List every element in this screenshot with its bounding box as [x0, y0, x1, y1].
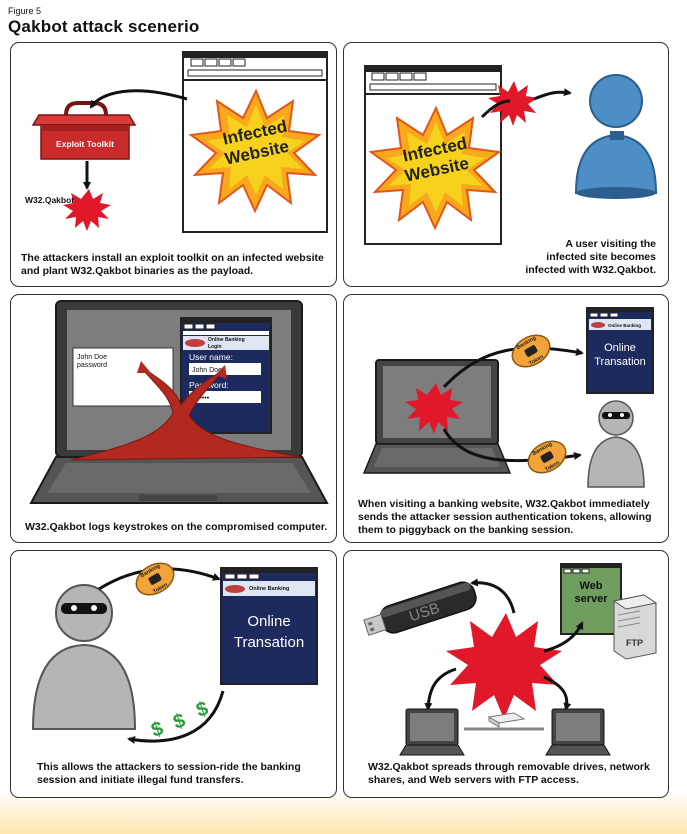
username-value: John Doe	[192, 367, 222, 374]
banner-line2: Login	[208, 344, 222, 350]
panel5-caption: This allows the attackers to session-rid…	[37, 761, 301, 786]
usb-drive-icon: USB	[363, 581, 477, 636]
exploit-toolkit-icon: Exploit Toolkit	[31, 101, 137, 160]
panel2-illustration: Infected Website	[364, 65, 658, 245]
arrow-site-to-toolkit	[89, 89, 188, 109]
figure-title: Qakbot attack scenerio	[8, 17, 200, 36]
attacker-figure	[587, 400, 645, 488]
panel1-caption: The attackers install an exploit toolkit…	[21, 252, 324, 277]
keystroke-capture-shape	[70, 366, 302, 461]
online-banking-window: Online Banking Online Transation	[220, 567, 318, 685]
qakbot-malware-icon	[63, 189, 111, 231]
arrow-to-login	[215, 365, 227, 379]
web-server-window: Web server	[560, 563, 622, 635]
username-label: User name:	[189, 352, 233, 362]
online-banking-window: Online Banking Online Transation	[586, 307, 654, 394]
notepad-line2: password	[77, 362, 107, 369]
panel5-illustration: Banking Token Online Banking Online Tran…	[31, 562, 318, 744]
dollar-icon: $	[149, 717, 166, 741]
qakbot-label: W32.Qakbot	[25, 195, 74, 205]
panel-user-infected: Infected Website A user visiting the inf…	[343, 42, 669, 287]
arrow-burst-to-user	[533, 88, 572, 101]
attacker-figure	[31, 584, 137, 730]
dollar-icon: $	[171, 709, 188, 733]
ftp-label: FTP	[626, 638, 643, 648]
window-text-line2: Transation	[234, 634, 304, 651]
banner-text: Online Banking	[608, 323, 641, 328]
panel2-caption: A user visiting the infected site become…	[525, 238, 656, 276]
panel-token-theft: Banking Token Banking Token Online Banki…	[343, 294, 669, 543]
toolkit-label: Exploit Toolkit	[56, 139, 114, 149]
arrow-to-webserver	[543, 621, 584, 653]
qakbot-malware-icon	[488, 81, 538, 126]
panel4-illustration: Banking Token Banking Token Online Banki…	[362, 307, 654, 488]
panel6-illustration: USB Web server FTP	[363, 563, 658, 756]
password-value: •••••••	[192, 395, 210, 402]
laptop-left	[399, 708, 465, 756]
banking-token-icon: Banking Token	[527, 440, 567, 474]
figure-label: Figure 5	[8, 6, 42, 16]
qakbot-malware-icon	[405, 383, 463, 434]
qakbot-malware-icon	[446, 613, 562, 719]
panel-install-toolkit: Infected Website Exploit Toolkit W32.Qak…	[10, 42, 337, 287]
panel3-illustration: John Doe password Online Banking Login U…	[29, 300, 329, 504]
network-switch-icon	[487, 712, 526, 728]
arrow-to-usb	[470, 578, 516, 614]
arrow-to-laptop-left	[424, 667, 457, 711]
banking-token-icon: Banking Token	[511, 334, 551, 368]
panel1-illustration: Infected Website Exploit Toolkit W32.Qak…	[25, 51, 328, 233]
panel-keylogging: John Doe password Online Banking Login U…	[10, 294, 337, 543]
arrow-to-bank	[442, 346, 584, 389]
infected-website-burst: Infected Website	[368, 105, 502, 231]
panel-session-ride: Banking Token Online Banking Online Tran…	[10, 550, 337, 798]
panel-spreading: USB Web server FTP	[343, 550, 669, 798]
dollar-icon: $	[194, 697, 211, 721]
banner-text: Online Banking	[249, 586, 289, 592]
user-figure	[574, 74, 658, 199]
banking-token-icon: Banking Token	[135, 562, 175, 596]
infected-website-burst: Infected Website	[188, 88, 322, 214]
notepad-line1: John Doe	[77, 354, 107, 361]
window-text-line1: Online	[247, 613, 290, 630]
arrow-funds-to-attacker	[127, 690, 225, 744]
ftp-server-icon: FTP	[612, 594, 658, 660]
notepad-window: John Doe password	[72, 347, 174, 407]
window-text-line2: Transation	[594, 356, 646, 368]
window-text-line1: Online	[604, 342, 636, 354]
banner-line1: Online Banking	[208, 337, 245, 343]
arrow-to-notepad	[137, 361, 151, 373]
server-label-line2: server	[574, 593, 608, 605]
panel6-caption: W32.Qakbot spreads through removable dri…	[368, 761, 650, 786]
panel3-caption: W32.Qakbot logs keystrokes on the compro…	[25, 521, 328, 533]
panel4-caption: When visiting a banking website, W32.Qak…	[358, 498, 652, 536]
server-label-line1: Web	[579, 580, 602, 592]
arrow-to-laptop-right	[543, 675, 572, 711]
arrow-site-to-burst	[480, 99, 511, 119]
laptop-right	[545, 708, 611, 756]
